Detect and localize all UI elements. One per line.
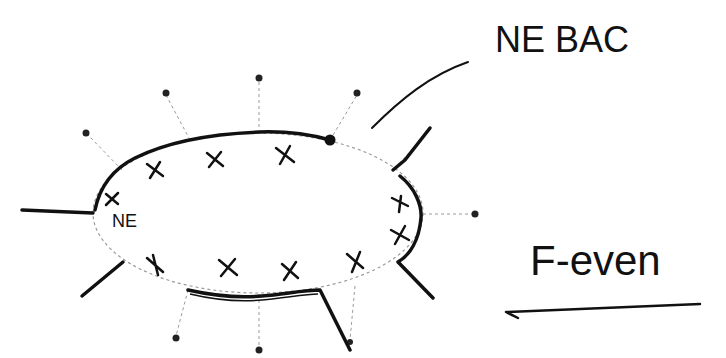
region-label: NE [112,212,137,230]
spoke-dots [83,75,479,354]
handwritten-note: F-even [530,240,661,282]
dashed-ellipse [93,133,423,293]
callout-note: NE BAC [495,22,629,58]
double-stroke [190,294,318,301]
radial-spokes [82,80,473,348]
end-dot [325,135,336,146]
underline-stroke [506,304,700,318]
leader-line [372,62,468,128]
x-marks [106,146,409,280]
thick-strokes [22,128,433,350]
